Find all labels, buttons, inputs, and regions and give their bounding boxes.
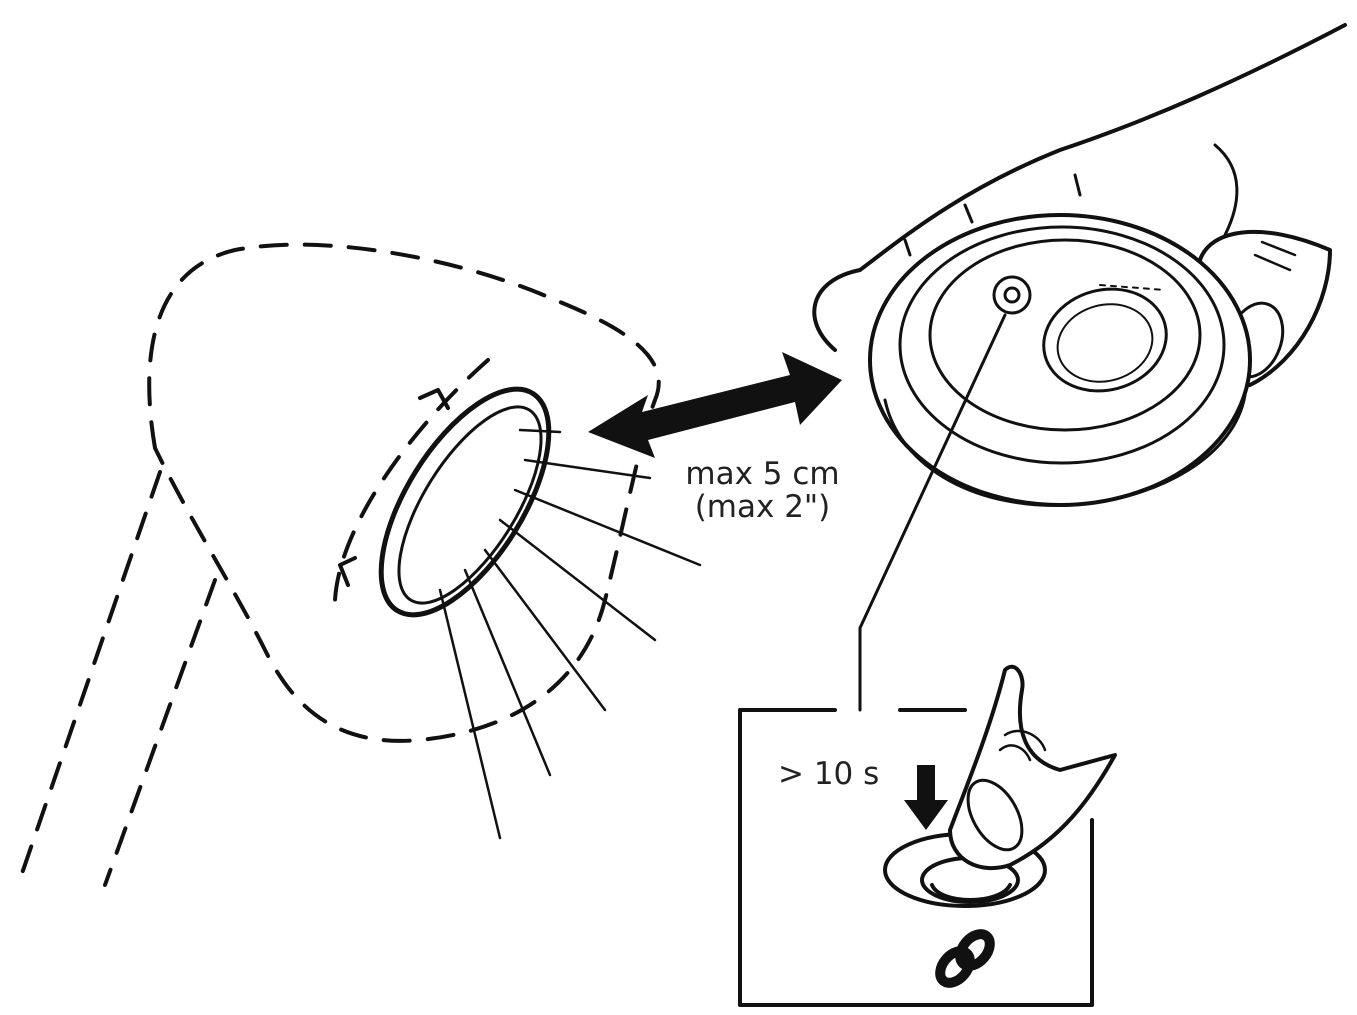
ring-inner: [372, 386, 569, 625]
inset-press-lines: [1000, 731, 1045, 760]
inset-panel: [740, 667, 1115, 1005]
distance-label-line2: (max 2"): [694, 488, 831, 525]
dashed-ring-outline: [335, 360, 488, 600]
device-base: [885, 395, 1245, 505]
dashed-receiver-body: [149, 245, 659, 741]
ring-tab: [420, 390, 448, 408]
distance-label: max 5 cm (max 2"): [655, 458, 870, 523]
coin-battery: [1032, 276, 1178, 405]
inset-finger: [950, 667, 1115, 868]
hand-with-device: [814, 25, 1345, 505]
dashed-receiver-outline: [18, 245, 659, 885]
thumb-lines: [1255, 242, 1295, 270]
leader-line: [860, 315, 1005, 710]
dashed-mount-line-inner: [105, 580, 215, 885]
inset-fingernail: [957, 771, 1033, 859]
pairing-button-center: [1005, 288, 1019, 302]
double-headed-arrow-icon: [588, 352, 842, 458]
hold-duration-label: > 10 s: [778, 756, 880, 792]
hand-fingers: [814, 25, 1345, 350]
ring-outer: [348, 363, 582, 642]
battery-contacts: [1100, 285, 1165, 290]
down-arrow-icon: [904, 765, 948, 830]
inset-border: [740, 710, 1092, 1005]
distance-label-line1: max 5 cm: [685, 456, 840, 492]
pairing-button: [994, 277, 1030, 313]
hand-finger-lines: [905, 175, 1080, 255]
device-rim: [900, 227, 1224, 463]
coin-battery-inner: [1049, 294, 1161, 392]
sensor-ring: [340, 363, 582, 642]
ring-tab-bottom: [340, 558, 355, 585]
dashed-mount-line: [18, 472, 160, 885]
chain-link-icon: [934, 928, 996, 988]
signal-rays: [440, 430, 700, 838]
inset-button-cap: [932, 885, 1010, 900]
device-inner: [930, 240, 1200, 430]
device-knuckle: [1215, 145, 1237, 235]
